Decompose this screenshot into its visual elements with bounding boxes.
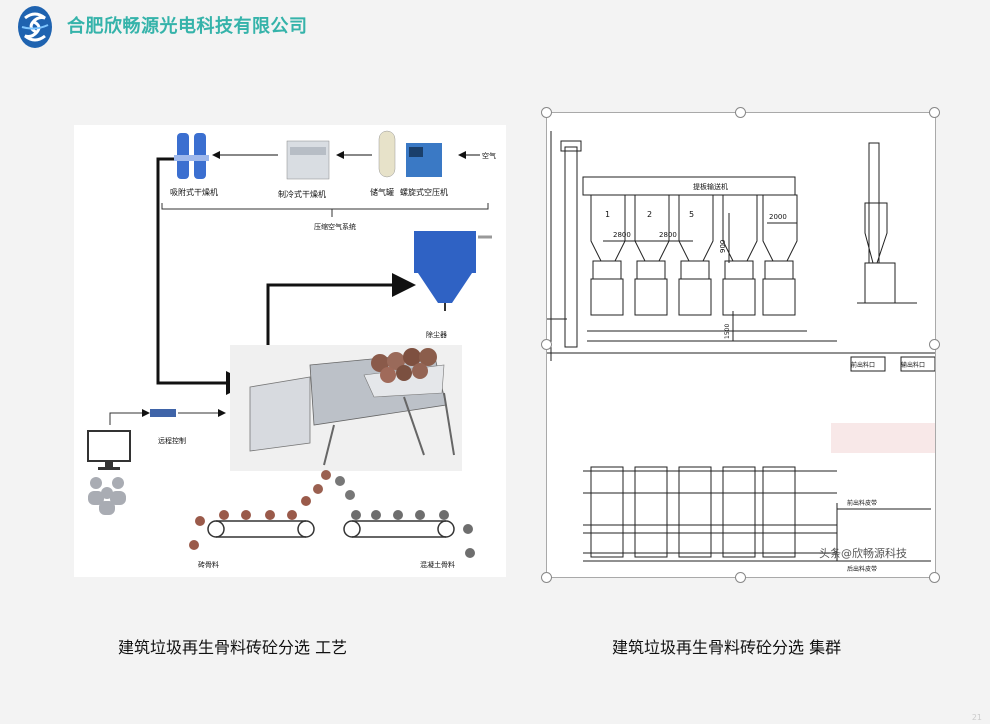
air-tank-icon: [378, 130, 396, 178]
refrigerated-dryer-label: 制冷式干燥机: [278, 189, 326, 199]
router-icon: [150, 409, 176, 417]
swirl-logo-icon: [18, 6, 52, 48]
concrete-conveyor: [343, 510, 475, 558]
page-number: 21: [971, 713, 982, 722]
resize-handle-bottom-left[interactable]: [541, 572, 552, 583]
compressed-air-system-label: 压缩空气系统: [314, 222, 356, 231]
users-group-icon: [88, 477, 126, 515]
refrigerated-dryer-icon: [286, 140, 330, 180]
cluster-drawing[interactable]: 提板输送机 1 2 5 2800 2800 900 2000 1500 前出料口…: [546, 112, 936, 578]
outlet-a-label: 前出料口: [851, 361, 875, 369]
cluster-plan: [583, 466, 931, 562]
remote-control-label: 远程控制: [158, 436, 186, 445]
conveyor-belt-label: 前出料皮带: [847, 499, 877, 507]
adsorption-dryer-icon: [174, 133, 209, 179]
hopper-number-2: 2: [647, 210, 652, 219]
blurred-smudge: [831, 423, 935, 453]
outlet-b-label: 输出料口: [901, 361, 925, 369]
hopper-number-1: 1: [605, 210, 610, 219]
watermark-label: 头条@欣畅源科技: [819, 546, 907, 560]
dimension-2000: 2000: [769, 213, 787, 221]
company-name: 合肥欣畅源光电科技有限公司: [67, 16, 308, 37]
process-diagram: 吸附式干燥机 制冷式干燥机 储气罐 螺旋式空压机 空气 压缩空气系统: [74, 125, 506, 577]
resize-handle-top-center[interactable]: [735, 107, 746, 118]
conveyor-title-label: 提板输送机: [693, 182, 728, 191]
screw-compressor-icon: [406, 143, 442, 177]
brick-conveyor: [189, 496, 315, 550]
conveyor-belt-b-label: 后出料皮带: [847, 565, 877, 573]
header: 合肥欣畅源光电科技有限公司: [0, 0, 990, 52]
caption-cluster: 建筑垃圾再生骨料砖砼分选 集群: [612, 638, 842, 657]
aggregate-particles: [313, 470, 355, 500]
adsorption-dryer-label: 吸附式干燥机: [170, 187, 218, 197]
hopper-number-5: 5: [689, 210, 694, 219]
resize-handle-middle-left[interactable]: [541, 339, 552, 350]
resize-handle-bottom-right[interactable]: [929, 572, 940, 583]
air-label: 空气: [482, 151, 496, 160]
caption-process: 建筑垃圾再生骨料砖砼分选 工艺: [118, 638, 348, 657]
resize-handle-top-right[interactable]: [929, 107, 940, 118]
air-tank-label: 储气罐: [370, 187, 394, 197]
resize-handle-middle-right[interactable]: [929, 339, 940, 350]
resize-handle-top-left[interactable]: [541, 107, 552, 118]
dimension-2800a: 2800: [613, 231, 631, 239]
resize-handle-bottom-center[interactable]: [735, 572, 746, 583]
dust-collector-icon: [414, 231, 492, 311]
dimension-900: 900: [719, 240, 727, 253]
brick-aggregate-label: 砖骨料: [198, 560, 219, 569]
monitor-icon: [87, 430, 131, 470]
concrete-aggregate-label: 混凝土骨料: [420, 560, 455, 569]
cluster-elevation: [547, 131, 936, 372]
dimension-1500: 1500: [724, 324, 731, 339]
dimension-2800b: 2800: [659, 231, 677, 239]
sorting-machine-icon: [230, 345, 462, 471]
screw-compressor-label: 螺旋式空压机: [400, 187, 448, 197]
dust-collector-label: 除尘器: [426, 330, 447, 339]
